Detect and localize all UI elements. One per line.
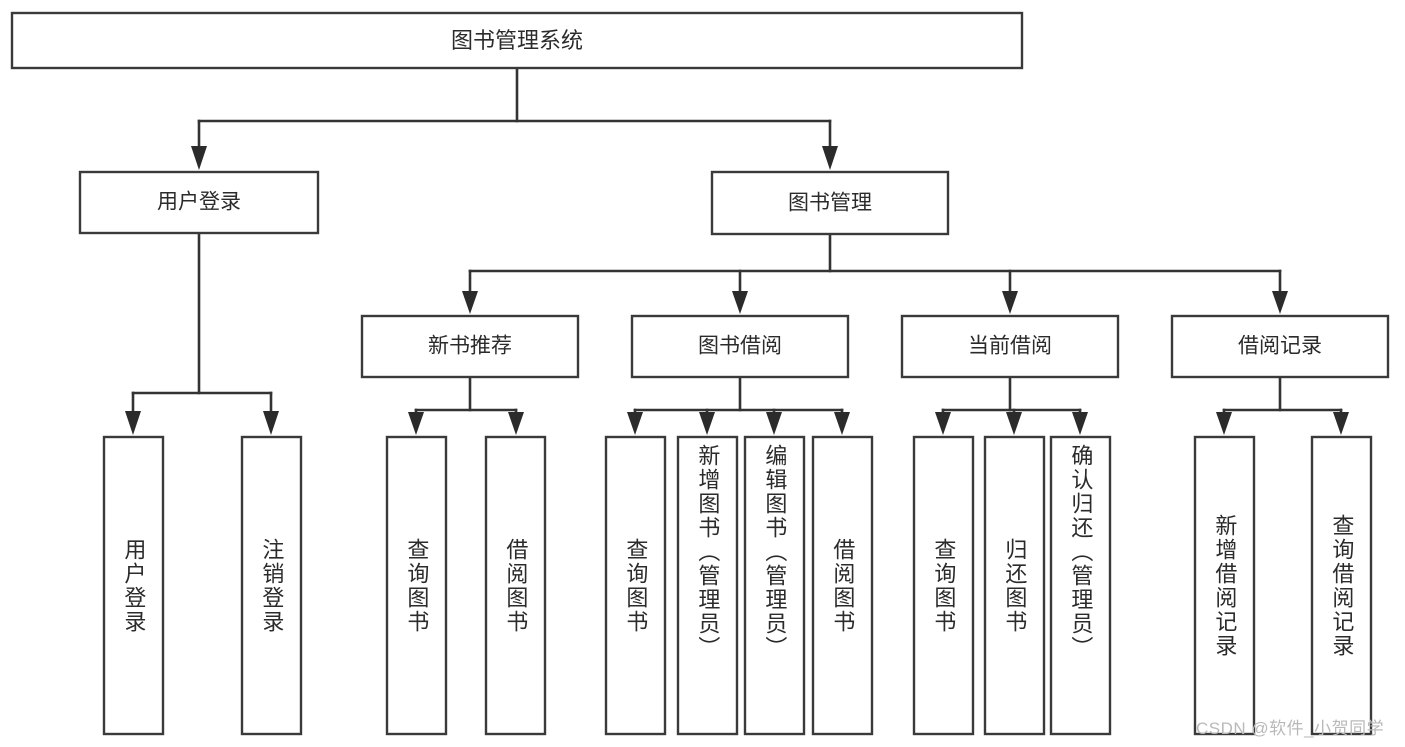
arrow-to-leaf-logout — [263, 411, 279, 435]
arrow-to-leaf-query-record — [1333, 412, 1349, 435]
node-leaf-query-record[interactable] — [1310, 435, 1373, 736]
watermark-text: CSDN @软件_小贺同学 — [1196, 719, 1385, 738]
node-current-borrow-label: 当前借阅 — [968, 335, 1052, 358]
node-user-login[interactable]: 用户登录 — [78, 170, 320, 235]
node-book-borrow[interactable]: 图书借阅 — [630, 314, 850, 379]
arrow-to-borrow-record — [1272, 291, 1288, 314]
arrow-to-user-login — [191, 146, 207, 170]
arrow-to-leaf-borrow-book-2 — [834, 412, 850, 435]
arrow-to-book-borrow — [732, 291, 748, 314]
node-leaf-confirm-return[interactable] — [1049, 435, 1112, 736]
arrow-to-leaf-edit-book — [766, 412, 782, 435]
arrow-to-leaf-query-book-1 — [408, 412, 424, 435]
node-leaf-add-book[interactable] — [676, 435, 739, 736]
node-leaf-query-book-1[interactable] — [385, 435, 448, 736]
node-leaf-edit-book[interactable] — [743, 435, 806, 736]
node-leaf-user-login[interactable] — [102, 435, 165, 736]
node-book-manage-label: 图书管理 — [788, 192, 872, 215]
connector-newbookrec-to-leaves — [414, 375, 518, 418]
connector-currentborrow-to-leaves — [941, 375, 1082, 418]
arrow-to-leaf-add-book — [699, 412, 715, 435]
arrow-to-leaf-query-book-2 — [627, 412, 643, 435]
arrow-to-leaf-query-book-3 — [935, 412, 951, 435]
arrow-to-leaf-borrow-book-1 — [508, 412, 524, 435]
node-leaf-return-book[interactable] — [983, 435, 1046, 736]
node-borrow-record[interactable]: 借阅记录 — [1170, 314, 1390, 379]
node-book-borrow-label: 图书借阅 — [698, 335, 782, 358]
node-root[interactable]: 图书管理系统 — [10, 11, 1024, 70]
connector-bookborrow-to-leaves — [633, 375, 844, 418]
node-current-borrow[interactable]: 当前借阅 — [900, 314, 1120, 379]
arrow-to-leaf-return-book — [1006, 412, 1022, 435]
connector-userlogin-to-leaves — [131, 231, 273, 414]
node-book-manage[interactable]: 图书管理 — [710, 170, 950, 236]
arrow-to-book-manage — [822, 146, 838, 170]
node-leaf-query-book-3[interactable] — [912, 435, 975, 736]
connector-root-to-level2 — [197, 66, 832, 149]
arrow-to-leaf-user-login — [125, 411, 141, 435]
arrow-to-leaf-add-record — [1216, 412, 1232, 435]
node-leaf-logout[interactable] — [240, 435, 303, 736]
node-leaf-borrow-book-2[interactable] — [811, 435, 874, 736]
node-user-login-label: 用户登录 — [157, 191, 241, 214]
arrow-to-leaf-confirm-return — [1072, 412, 1088, 435]
arrow-to-new-book-rec — [462, 291, 478, 314]
connector-bookmanage-to-level3 — [468, 232, 1282, 294]
arrow-to-current-borrow — [1002, 291, 1018, 314]
node-new-book-rec-label: 新书推荐 — [428, 335, 512, 358]
node-leaf-borrow-book-1[interactable] — [484, 435, 547, 736]
node-new-book-rec[interactable]: 新书推荐 — [360, 314, 580, 379]
connector-borrowrecord-to-leaves — [1222, 375, 1343, 418]
node-leaf-query-book-2[interactable] — [604, 435, 667, 736]
node-borrow-record-label: 借阅记录 — [1238, 335, 1322, 358]
node-root-label: 图书管理系统 — [451, 28, 583, 53]
node-leaf-add-record[interactable] — [1193, 435, 1256, 736]
